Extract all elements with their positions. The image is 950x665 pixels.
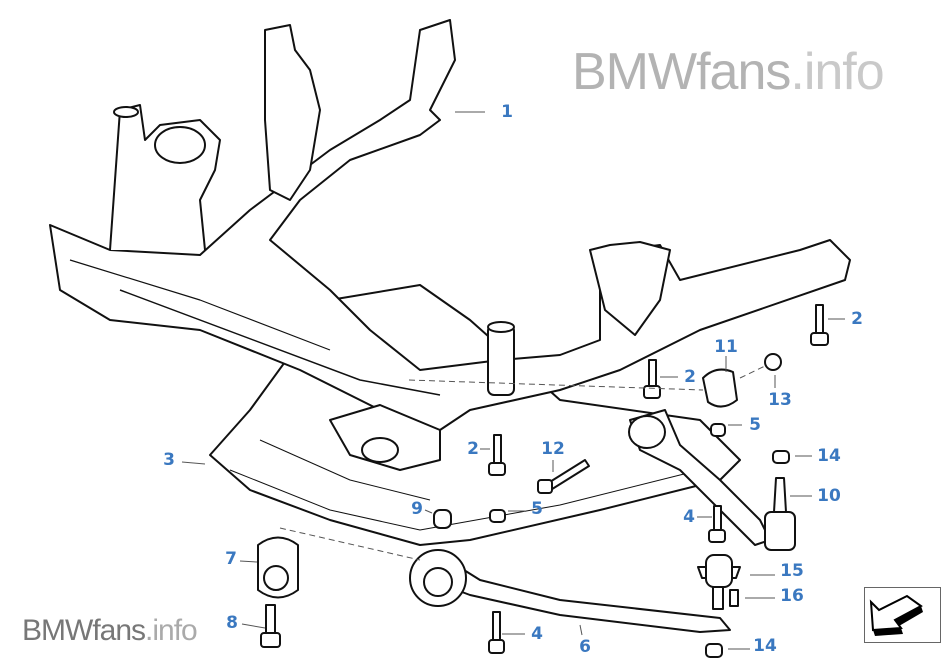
arrow-down-left-icon [869, 594, 923, 636]
watermark-brand: BMWfans [572, 43, 791, 101]
bolt-2b [643, 359, 661, 399]
watermark-brand: BMWfans [22, 614, 146, 647]
callout-5[interactable]: 5 [749, 415, 761, 435]
part-6-tension-strut [429, 554, 731, 633]
watermark-top: BMWfans.info [572, 42, 885, 102]
callout-12[interactable]: 12 [541, 439, 565, 459]
washer-13 [764, 353, 782, 371]
callout-1[interactable]: 1 [501, 102, 513, 122]
bushing-11 [702, 368, 738, 408]
watermark-tld: .info [790, 43, 884, 101]
watermark-bottom: BMWfans.info [22, 614, 198, 648]
callout-6[interactable]: 6 [579, 637, 591, 657]
callout-14[interactable]: 14 [753, 636, 777, 656]
callout-5[interactable]: 5 [531, 499, 543, 519]
callout-7[interactable]: 7 [225, 549, 237, 569]
bolt-8 [260, 604, 281, 648]
callout-13[interactable]: 13 [768, 390, 792, 410]
callout-9[interactable]: 9 [411, 499, 423, 519]
ball-joint-15 [697, 554, 741, 610]
callout-4[interactable]: 4 [683, 507, 695, 527]
callout-16[interactable]: 16 [780, 586, 804, 606]
callout-2[interactable]: 2 [684, 367, 696, 387]
nut-5a [710, 423, 726, 437]
nut-5b [489, 509, 506, 523]
callout-11[interactable]: 11 [714, 337, 738, 357]
nut-14a [772, 450, 790, 464]
callout-14[interactable]: 14 [817, 446, 841, 466]
bolt-2a [810, 304, 829, 346]
bolt-4b [708, 505, 726, 543]
bolt-4a [488, 611, 505, 654]
callout-2[interactable]: 2 [467, 439, 479, 459]
nut-14b [705, 643, 723, 658]
callout-3[interactable]: 3 [163, 450, 175, 470]
bolt-12 [537, 459, 590, 494]
bolt-2c [488, 434, 506, 476]
callout-8[interactable]: 8 [226, 613, 238, 633]
bolt-16 [729, 589, 739, 607]
callout-2[interactable]: 2 [851, 309, 863, 329]
navigate-back-button[interactable] [864, 587, 941, 643]
leader-lines [181, 111, 845, 650]
callout-10[interactable]: 10 [817, 486, 841, 506]
callout-4[interactable]: 4 [531, 624, 543, 644]
callout-15[interactable]: 15 [780, 561, 804, 581]
watermark-tld: .info [145, 614, 198, 647]
bushing-9 [433, 509, 452, 529]
